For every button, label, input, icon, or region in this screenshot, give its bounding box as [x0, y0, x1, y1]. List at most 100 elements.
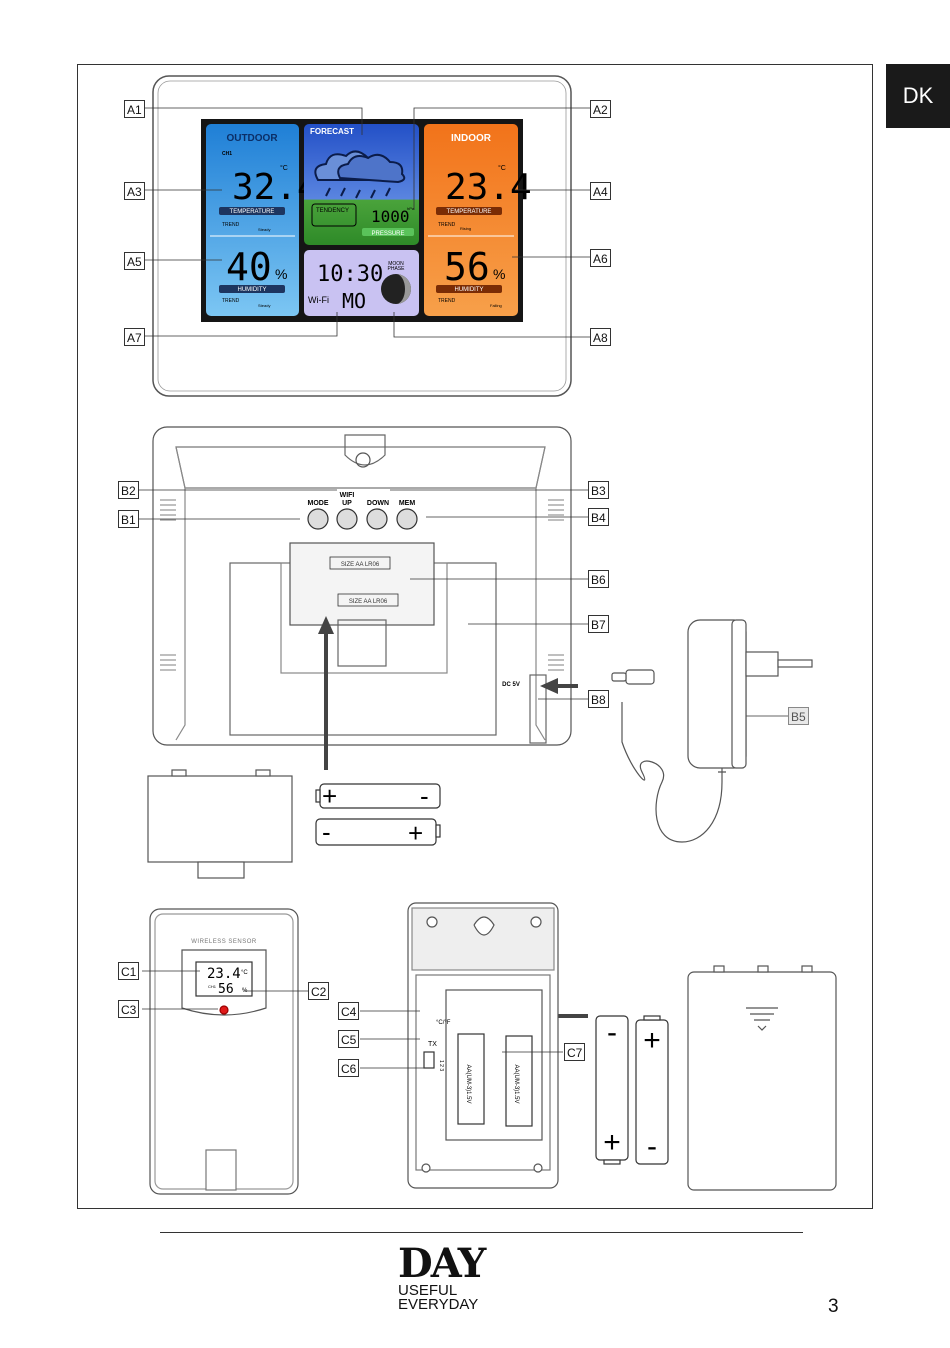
callout-b8: B8 [588, 690, 609, 708]
footer-divider [160, 1232, 803, 1233]
sensor-humidity: 56 [218, 982, 234, 997]
svg-text:Steady: Steady [258, 303, 270, 308]
cloud-icon [314, 150, 406, 184]
svg-text:CH1: CH1 [222, 151, 232, 157]
battery-cover [147, 769, 293, 879]
svg-text:TREND: TREND [438, 298, 456, 304]
callout-c6: C6 [338, 1059, 360, 1077]
svg-text:Wi-Fi: Wi-Fi [308, 295, 329, 305]
battery-minus-icon: - [607, 1016, 617, 1049]
brand-name: DAY [398, 1240, 486, 1287]
aa-battery-icon [315, 783, 441, 846]
svg-text:HUMIDITY: HUMIDITY [455, 287, 484, 293]
callout-b2: B2 [118, 481, 139, 499]
forecast-title: FORECAST [310, 127, 354, 136]
callout-c1: C1 [118, 962, 140, 980]
callout-a2: A2 [590, 100, 611, 118]
sensor-battery-cover [687, 965, 837, 1191]
aa-battery-icon [595, 1015, 669, 1165]
battery-label-2: SIZE AA LR06 [349, 599, 388, 605]
callout-a3: A3 [124, 182, 145, 200]
svg-text:%: % [493, 266, 505, 282]
language-tab: DK [886, 64, 950, 128]
callout-a5: A5 [124, 252, 145, 270]
callout-c3: C3 [118, 1000, 140, 1018]
svg-text:PRESSURE: PRESSURE [371, 231, 404, 237]
callout-b4: B4 [588, 508, 609, 526]
indoor-temp: 23.4 [445, 167, 532, 208]
mem-button-label: MEM [399, 500, 416, 507]
clock-time: 10:30 [317, 262, 383, 287]
wifi-button-label: WIFI [340, 492, 355, 499]
wireless-sensor-front [149, 908, 299, 1195]
down-button-label: DOWN [367, 500, 389, 507]
battery-minus-icon: - [420, 781, 429, 811]
svg-text:hPa: hPa [407, 206, 415, 211]
svg-text:TREND: TREND [438, 222, 456, 228]
indoor-title: INDOOR [451, 133, 492, 144]
indoor-panel [424, 124, 518, 316]
svg-text:°C: °C [280, 164, 288, 172]
svg-text:TEMPERATURE: TEMPERATURE [230, 209, 275, 215]
callout-b1: B1 [118, 510, 139, 528]
callout-b7: B7 [588, 615, 609, 633]
callout-b6: B6 [588, 570, 609, 588]
callout-b3: B3 [588, 481, 609, 499]
moon-phase-icon [381, 274, 411, 304]
dc-label: DC 5V [502, 682, 520, 688]
channel-switch-label: 1 2 3 [438, 1060, 444, 1071]
svg-text:MOON: MOON [388, 261, 404, 267]
callout-a8: A8 [590, 328, 611, 346]
svg-text:PHASE: PHASE [388, 266, 406, 272]
callout-a4: A4 [590, 182, 611, 200]
pressure-value: 1000 [371, 207, 410, 226]
callout-c7: C7 [564, 1043, 586, 1061]
brand-tagline-2: EVERYDAY [398, 1296, 479, 1313]
battery-label-1: SIZE AA LR06 [341, 562, 380, 568]
page-number: 3 [828, 1296, 839, 1317]
svg-text:%: % [275, 266, 287, 282]
outdoor-panel [206, 124, 299, 316]
forecast-panel [304, 124, 419, 245]
svg-text:HUMIDITY: HUMIDITY [238, 287, 267, 293]
callout-c4: C4 [338, 1002, 360, 1020]
svg-text:Rising: Rising [460, 226, 471, 231]
sensor-title: WIRELESS SENSOR [191, 939, 257, 945]
svg-text:CH1: CH1 [208, 984, 217, 989]
svg-text:Falling: Falling [490, 303, 502, 308]
outdoor-humidity: 40 [226, 245, 272, 289]
sensor-battery-label-2: AA(UM-3)1.5V [513, 1064, 519, 1103]
callout-a1: A1 [124, 100, 145, 118]
battery-minus-icon: - [647, 1130, 657, 1163]
front-display-unit: OUTDOOR CH1 32.4 °C TEMPERATURE TREND St… [145, 75, 590, 397]
indoor-humidity: 56 [444, 245, 490, 289]
callout-a7: A7 [124, 328, 145, 346]
brand-tagline-1: USEFUL [398, 1282, 458, 1299]
battery-minus-icon: - [322, 817, 331, 847]
back-unit [152, 426, 572, 746]
battery-plus-icon: + [322, 781, 337, 811]
tx-label: TX [428, 1041, 437, 1048]
figure-frame [77, 64, 873, 1209]
power-adapter [611, 619, 813, 843]
svg-text:°C: °C [241, 970, 248, 976]
svg-text:TENDENCY: TENDENCY [316, 208, 349, 214]
outdoor-title: OUTDOOR [226, 133, 278, 144]
svg-text:°C: °C [498, 164, 506, 172]
brand-logo: DAY USEFUL EVERYDAY [398, 1240, 486, 1313]
svg-text:TREND: TREND [222, 298, 240, 304]
svg-text:Steady: Steady [258, 227, 270, 232]
wireless-sensor-back [407, 902, 559, 1189]
callout-b5: B5 [788, 707, 809, 725]
sensor-battery-label-1: AA(UM-3)1.5V [465, 1064, 471, 1103]
battery-plus-icon: + [408, 818, 423, 848]
sensor-temp: 23.4 [207, 966, 241, 982]
up-button-label: UP [342, 500, 352, 507]
unit-switch-label: °C/°F [436, 1020, 451, 1026]
battery-plus-icon: + [643, 1024, 661, 1057]
callout-c5: C5 [338, 1030, 360, 1048]
rain-icon [325, 187, 391, 199]
mode-button-label: MODE [308, 500, 329, 507]
weekday: MO [342, 289, 366, 313]
